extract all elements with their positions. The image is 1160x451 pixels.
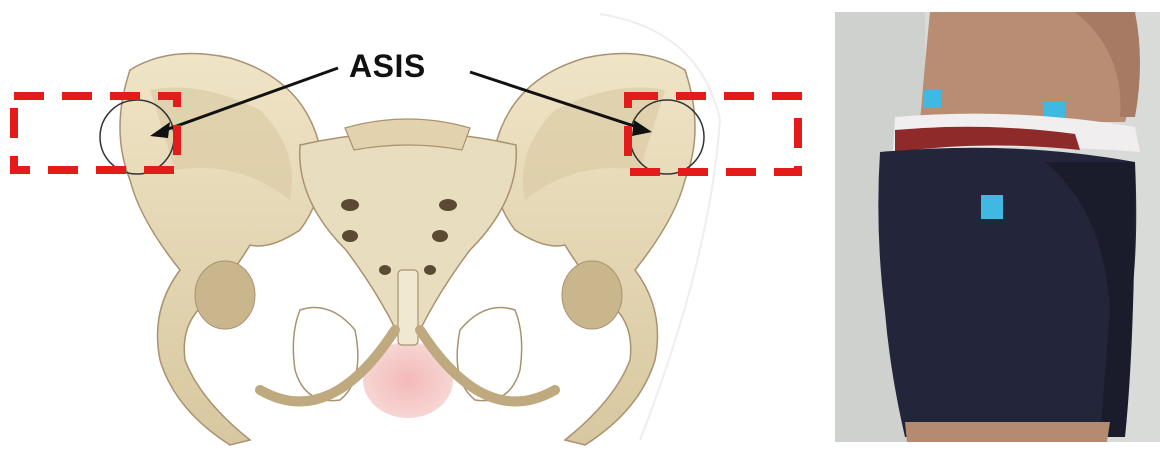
marker-upper-left [923,90,941,108]
thigh [905,422,1110,442]
asis-label: ASIS [349,48,426,85]
sacral-promontory [345,119,470,150]
marker-shorts [981,195,1003,219]
right-acetabulum [562,261,622,329]
pubic-symphysis [398,270,418,345]
pelvis-illustration-panel: ASIS [0,0,830,451]
left-acetabulum [195,261,255,329]
hip-side-photo [835,12,1160,442]
photo-svg [835,12,1160,442]
